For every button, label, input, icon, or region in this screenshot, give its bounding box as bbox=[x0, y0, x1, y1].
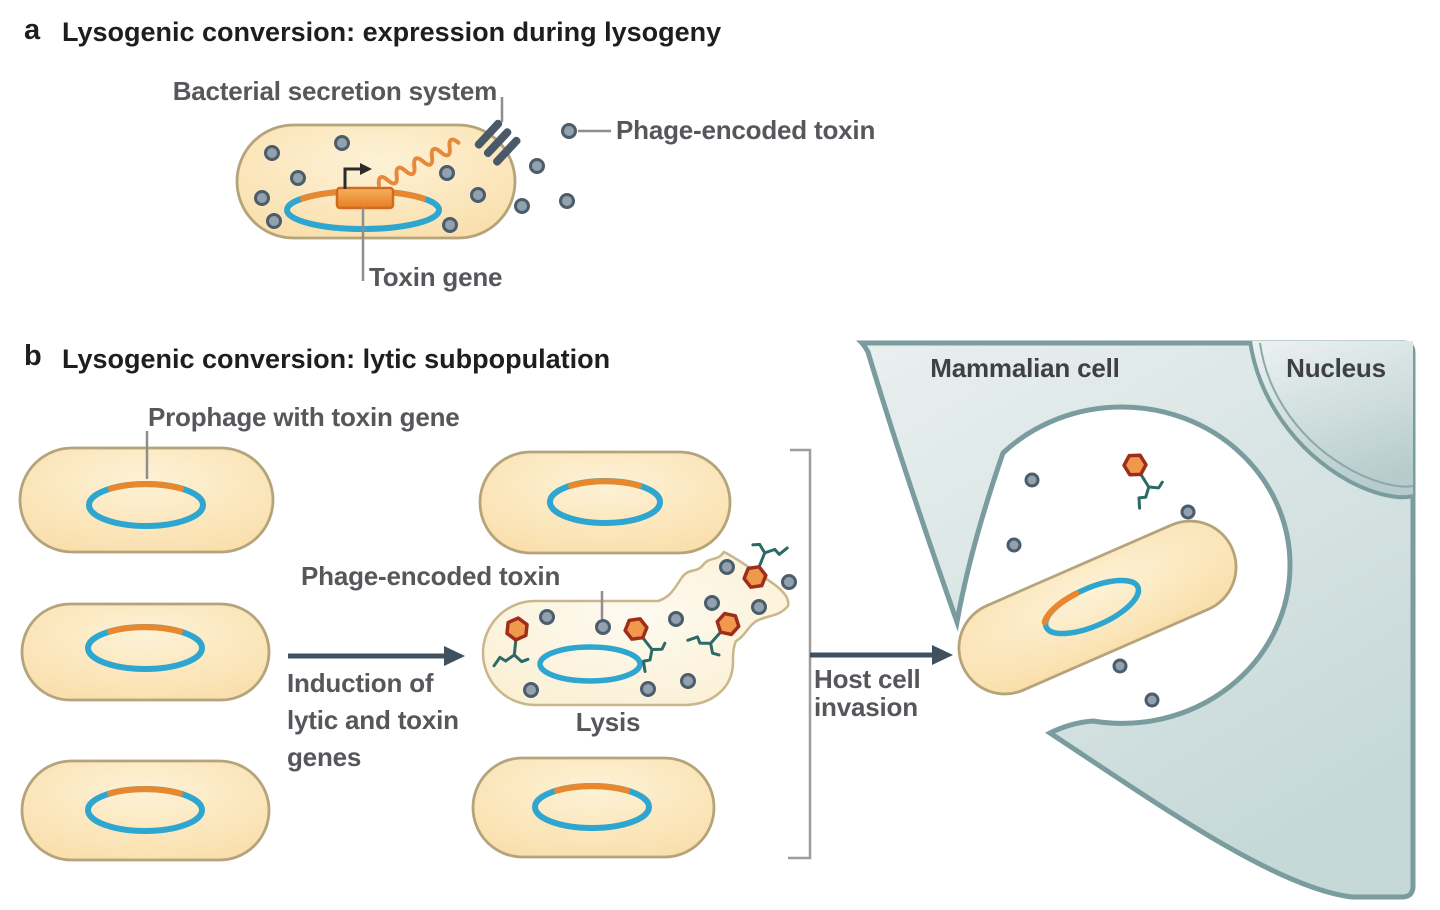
toxin-gene-box bbox=[335, 186, 395, 210]
prophage-plasmid bbox=[85, 624, 205, 672]
lytic-subpopulation-bracket bbox=[788, 448, 812, 860]
host-invasion-label: Host cell invasion bbox=[814, 665, 921, 721]
mammalian-cell-shape bbox=[855, 340, 1416, 900]
prophage-label: Prophage with toxin gene bbox=[148, 402, 460, 432]
phage-toxin-label-b: Phage-encoded toxin bbox=[301, 561, 561, 591]
nucleus-shape bbox=[1248, 340, 1414, 500]
panel-a-leader-lines bbox=[361, 97, 611, 281]
promoter-arrow-icon bbox=[343, 163, 372, 189]
lysis-label: Lysis bbox=[575, 707, 641, 737]
toxin-gene-label: Toxin gene bbox=[369, 262, 503, 292]
host-invasion-label-line2: invasion bbox=[814, 692, 918, 722]
prophage-plasmid bbox=[85, 786, 205, 834]
phage-toxin-label-a: Phage-encoded toxin bbox=[616, 115, 876, 145]
phage-icon bbox=[492, 616, 530, 668]
toxin-dots-panel-a bbox=[254, 123, 577, 233]
panel-b-title: Lysogenic conversion: lytic subpopulatio… bbox=[62, 344, 611, 374]
induction-label-line3: genes bbox=[287, 742, 362, 772]
lysogen-column-left bbox=[18, 431, 275, 862]
host-invasion-label-line1: Host cell bbox=[814, 664, 921, 694]
host-invasion-arrow bbox=[810, 645, 953, 665]
phage-icon bbox=[1122, 453, 1164, 510]
prophage-plasmid bbox=[1041, 577, 1142, 637]
lysed-plasmid bbox=[537, 644, 643, 684]
prophage-plasmid bbox=[86, 481, 206, 529]
induction-arrow bbox=[288, 646, 465, 666]
induction-label-line1: Induction of bbox=[287, 668, 434, 698]
phage-icon bbox=[623, 617, 667, 673]
invading-bacterium bbox=[957, 453, 1238, 708]
panel-a-title: Lysogenic conversion: expression during … bbox=[62, 17, 722, 47]
prophage-plasmid bbox=[547, 478, 663, 526]
prophage-plasmid bbox=[532, 783, 652, 831]
induction-label-line2: lytic and toxin bbox=[287, 705, 459, 735]
phage-icon bbox=[686, 611, 741, 657]
panel-a-bacterium bbox=[235, 97, 611, 281]
panel-b-index: b bbox=[24, 340, 42, 372]
toxin-dots-lysis bbox=[523, 559, 797, 698]
mammalian-cell-label: Mammalian cell bbox=[930, 353, 1120, 383]
lysogen-column-middle bbox=[471, 450, 797, 859]
phage-icon bbox=[742, 542, 789, 589]
secretion-system-icon bbox=[474, 119, 521, 166]
panel-a-index: a bbox=[24, 14, 41, 46]
mrna-squiggle-icon bbox=[376, 137, 461, 187]
induction-label: Induction of lytic and toxin genes bbox=[287, 665, 459, 776]
nucleus-label: Nucleus bbox=[1286, 353, 1386, 383]
secretion-system-label: Bacterial secretion system bbox=[172, 76, 498, 106]
toxin-dots-host-cell bbox=[1006, 472, 1196, 708]
